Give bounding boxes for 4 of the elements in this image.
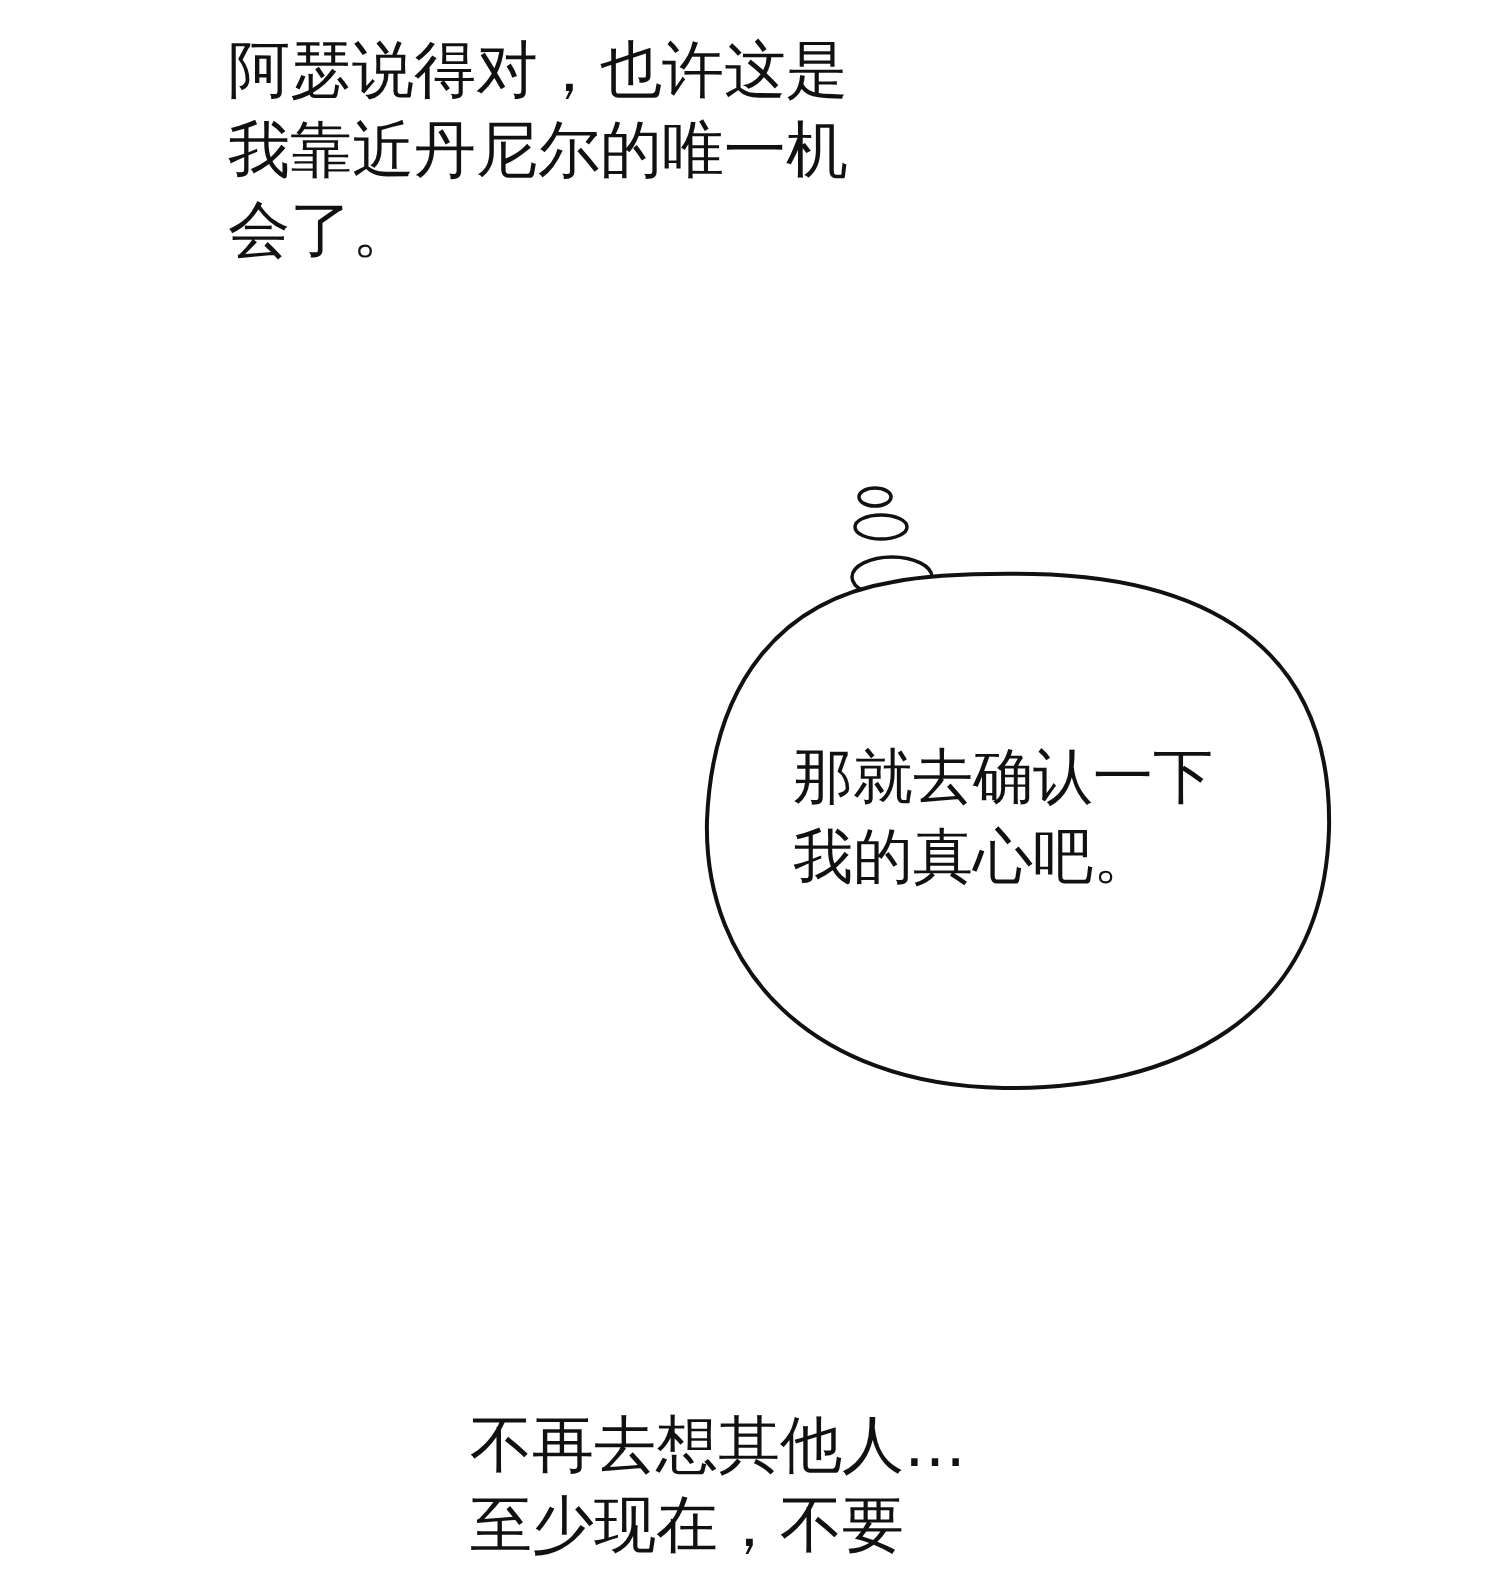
caption-text: 阿瑟说得对，也许这是我靠近丹尼尔的唯一机会了。 (228, 32, 849, 268)
caption-text: 不再去想其他人…至少现在，不要 (470, 1407, 967, 1563)
bubble-text: 那就去确认一下我的真心吧。 (793, 740, 1214, 893)
thought-bubble (703, 570, 1333, 1092)
